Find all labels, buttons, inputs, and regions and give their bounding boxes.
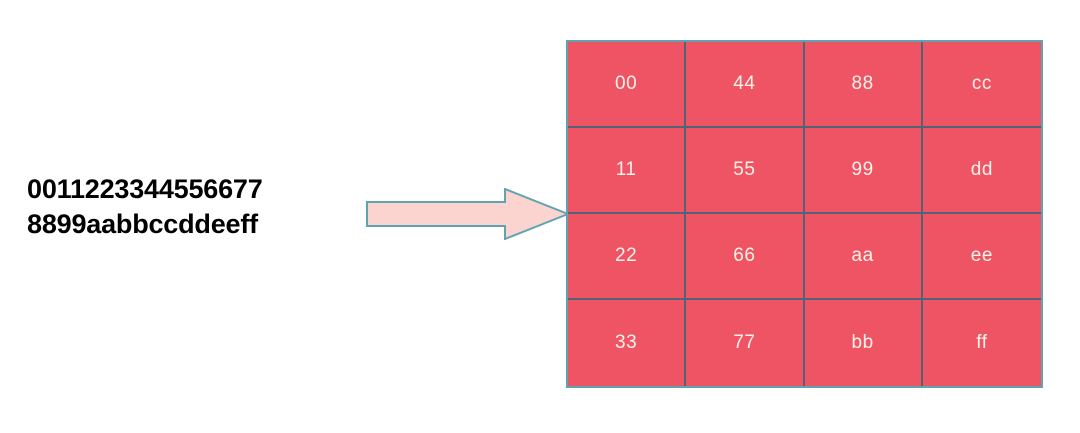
state-cell-label: ff — [976, 332, 988, 353]
state-cell-r3c1[interactable]: 77 — [686, 300, 805, 386]
state-cell-r2c3[interactable]: ee — [922, 214, 1041, 300]
state-cell-label: 33 — [615, 332, 638, 353]
state-cell-label: 88 — [851, 73, 874, 94]
hex-byte-line-2: 8899aabbccddeeff — [27, 209, 258, 239]
hex-byte-line-1: 0011223344556677 — [27, 174, 263, 204]
state-cell-label: 55 — [733, 159, 756, 180]
state-cell-r2c2[interactable]: aa — [804, 214, 923, 300]
arrow-shape — [366, 188, 569, 240]
state-cell-r2c1[interactable]: 66 — [686, 214, 805, 300]
state-cell-label: 00 — [615, 73, 638, 94]
state-cell-label: dd — [970, 159, 993, 180]
state-cell-r1c1[interactable]: 55 — [686, 128, 805, 214]
state-cell-r1c0[interactable]: 11 — [568, 128, 687, 214]
state-cell-r0c2[interactable]: 88 — [804, 42, 923, 128]
state-cell-label: 22 — [615, 245, 638, 266]
state-cell-r0c1[interactable]: 44 — [686, 42, 805, 128]
state-cell-label: 66 — [733, 245, 756, 266]
state-cell-r1c2[interactable]: 99 — [804, 128, 923, 214]
state-cell-label: aa — [851, 245, 874, 266]
state-cell-r0c3[interactable]: cc — [922, 42, 1041, 128]
hex-byte-string: 0011223344556677 8899aabbccddeeff — [27, 172, 367, 242]
state-cell-label: 11 — [615, 159, 637, 180]
state-cell-label: cc — [971, 73, 992, 94]
state-cell-r3c3[interactable]: ff — [922, 300, 1041, 386]
state-matrix: 00 44 88 cc 11 55 99 dd 22 66 aa — [566, 40, 1043, 388]
state-cell-label: 77 — [733, 332, 756, 353]
state-cell-label: bb — [851, 332, 874, 353]
state-cell-label: ee — [970, 245, 993, 266]
state-cell-r2c0[interactable]: 22 — [568, 214, 687, 300]
state-cell-r0c0[interactable]: 00 — [568, 42, 687, 128]
state-cell-r1c3[interactable]: dd — [922, 128, 1041, 214]
state-cell-r3c2[interactable]: bb — [804, 300, 923, 386]
maps-to-arrow — [366, 188, 569, 240]
state-cell-label: 99 — [851, 159, 874, 180]
state-cell-r3c0[interactable]: 33 — [568, 300, 687, 386]
state-cell-label: 44 — [733, 73, 756, 94]
